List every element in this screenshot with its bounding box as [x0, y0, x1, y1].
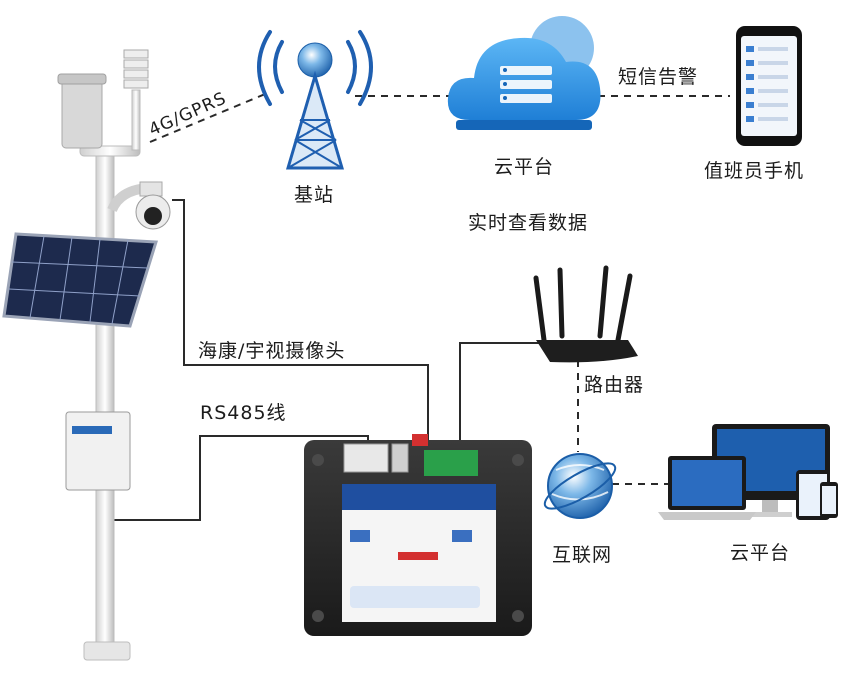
internet-globe-graphic — [543, 453, 617, 519]
devices-graphic — [658, 424, 838, 520]
label-cloud-platform-bottom: 云平台 — [730, 542, 791, 564]
label-internet: 互联网 — [552, 544, 613, 566]
label-realtime-data: 实时查看数据 — [468, 212, 589, 234]
label-base-station: 基站 — [294, 184, 335, 206]
phone-graphic — [736, 26, 802, 146]
link-controller-router — [459, 342, 545, 448]
link-camera-controller — [172, 199, 429, 440]
label-rs485: RS485线 — [200, 402, 287, 424]
rain-gauge — [61, 77, 103, 149]
label-duty-phone: 值班员手机 — [704, 160, 805, 182]
cloud-top-graphic — [447, 16, 601, 130]
connection-lines — [99, 91, 730, 521]
router-graphic — [533, 265, 638, 363]
label-router: 路由器 — [584, 374, 645, 396]
label-cloud-platform-top: 云平台 — [494, 156, 555, 178]
control-cabinet — [65, 411, 131, 491]
tower-graphic — [257, 30, 373, 170]
weather-station — [2, 49, 171, 661]
controller-box-graphic — [304, 434, 532, 636]
dome-camera — [135, 181, 171, 230]
link-station-tower — [149, 91, 271, 143]
label-camera: 海康/宇视摄像头 — [198, 340, 346, 362]
solar-panel — [2, 232, 158, 328]
label-sms-alarm: 短信告警 — [618, 66, 699, 88]
sensor-stack — [123, 49, 149, 151]
